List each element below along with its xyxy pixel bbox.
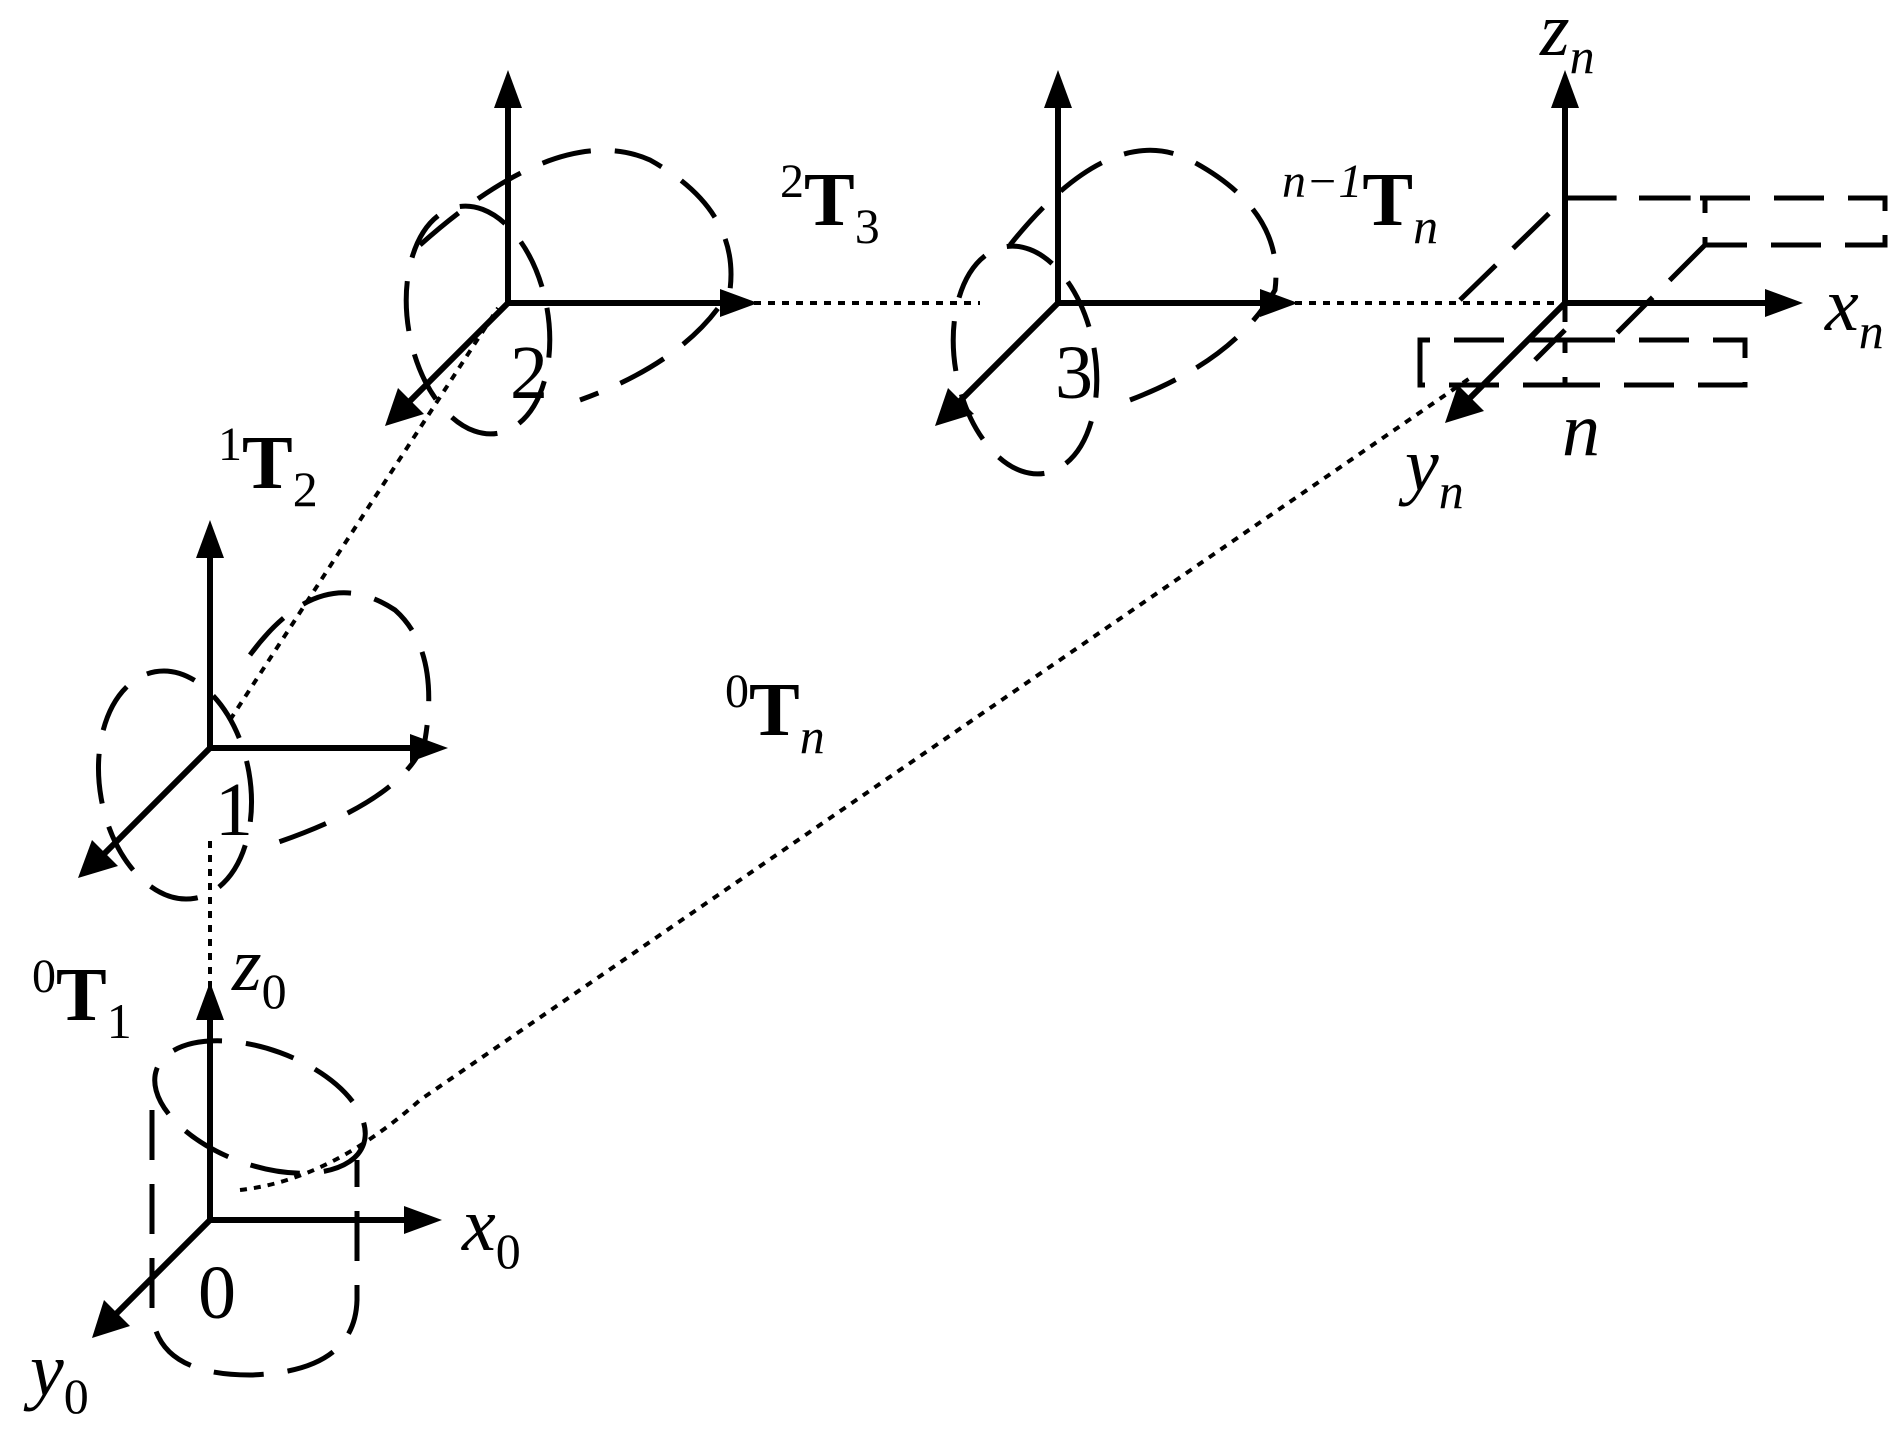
y2-axis	[402, 300, 511, 409]
z1-arrowhead	[196, 520, 224, 558]
transform-0T1: 0T1	[32, 950, 132, 1049]
link-1-2	[228, 306, 500, 722]
xn-arrowhead	[1765, 289, 1803, 317]
base-cylinder-body	[149, 1110, 360, 1378]
frame-2: 2	[385, 70, 758, 437]
xn-label: xn	[1824, 263, 1884, 359]
zn-arrowhead	[1551, 70, 1579, 108]
end-effector-box-lower	[1417, 337, 1748, 388]
transform-labels: 0T1 1T2 2T3 n−1Tn 0Tn	[32, 155, 1438, 1049]
zn-label: zn	[1539, 0, 1595, 84]
frame-0: 0	[92, 982, 442, 1378]
axis-labels: x0 y0 z0 xn yn zn	[23, 0, 1884, 1424]
z3-arrowhead	[1044, 70, 1072, 108]
y0-axis	[109, 1217, 213, 1321]
yn-axis	[1462, 300, 1568, 406]
y0-label: y0	[23, 1328, 89, 1424]
frame-0-label: 0	[198, 1251, 236, 1335]
joint-3-cylinder	[950, 243, 1100, 477]
z0-arrowhead	[196, 982, 224, 1020]
x2-arrowhead	[720, 289, 758, 317]
x0-arrowhead	[404, 1206, 442, 1234]
x3-arrowhead	[1260, 289, 1298, 317]
x0-label: x0	[461, 1183, 521, 1279]
base-cylinder-top	[152, 1038, 368, 1176]
link-0-n	[239, 376, 1472, 1192]
frame-n: n	[1417, 70, 1888, 472]
transform-links	[208, 301, 1555, 1192]
transform-2T3: 2T3	[780, 155, 880, 254]
y2-arrowhead	[385, 388, 424, 426]
end-effector-box-upper	[1700, 195, 1888, 248]
joint-1-rotation-path	[247, 590, 432, 848]
transform-1T2: 1T2	[218, 418, 318, 517]
joint-2-rotation-path	[418, 147, 734, 403]
x1-arrowhead	[410, 734, 448, 762]
y1-axis	[97, 745, 213, 861]
z2-arrowhead	[494, 70, 522, 108]
yn-arrowhead	[1445, 385, 1484, 423]
end-effector-box-top	[1458, 195, 1700, 330]
joint-2-cylinder	[403, 203, 553, 437]
joint-3-rotation-path	[1008, 147, 1279, 403]
yn-label: yn	[1398, 423, 1464, 519]
y3-arrowhead	[935, 388, 974, 426]
frame-2-label: 2	[510, 331, 548, 415]
y3-axis	[952, 300, 1061, 409]
frame-n-label: n	[1562, 388, 1600, 472]
end-effector-box-diagonal	[1533, 243, 1707, 362]
y0-arrowhead	[92, 1300, 130, 1338]
frame-3-label: 3	[1055, 331, 1093, 415]
frame-1-label: 1	[215, 768, 253, 852]
joint-1-cylinder	[95, 668, 255, 902]
frame-3: 3	[935, 70, 1298, 477]
transform-n-1Tn: n−1Tn	[1282, 155, 1438, 254]
z0-label: z0	[231, 923, 287, 1019]
y1-arrowhead	[78, 840, 118, 878]
transform-0Tn: 0Tn	[725, 665, 825, 764]
frame-1: 1	[78, 520, 448, 902]
